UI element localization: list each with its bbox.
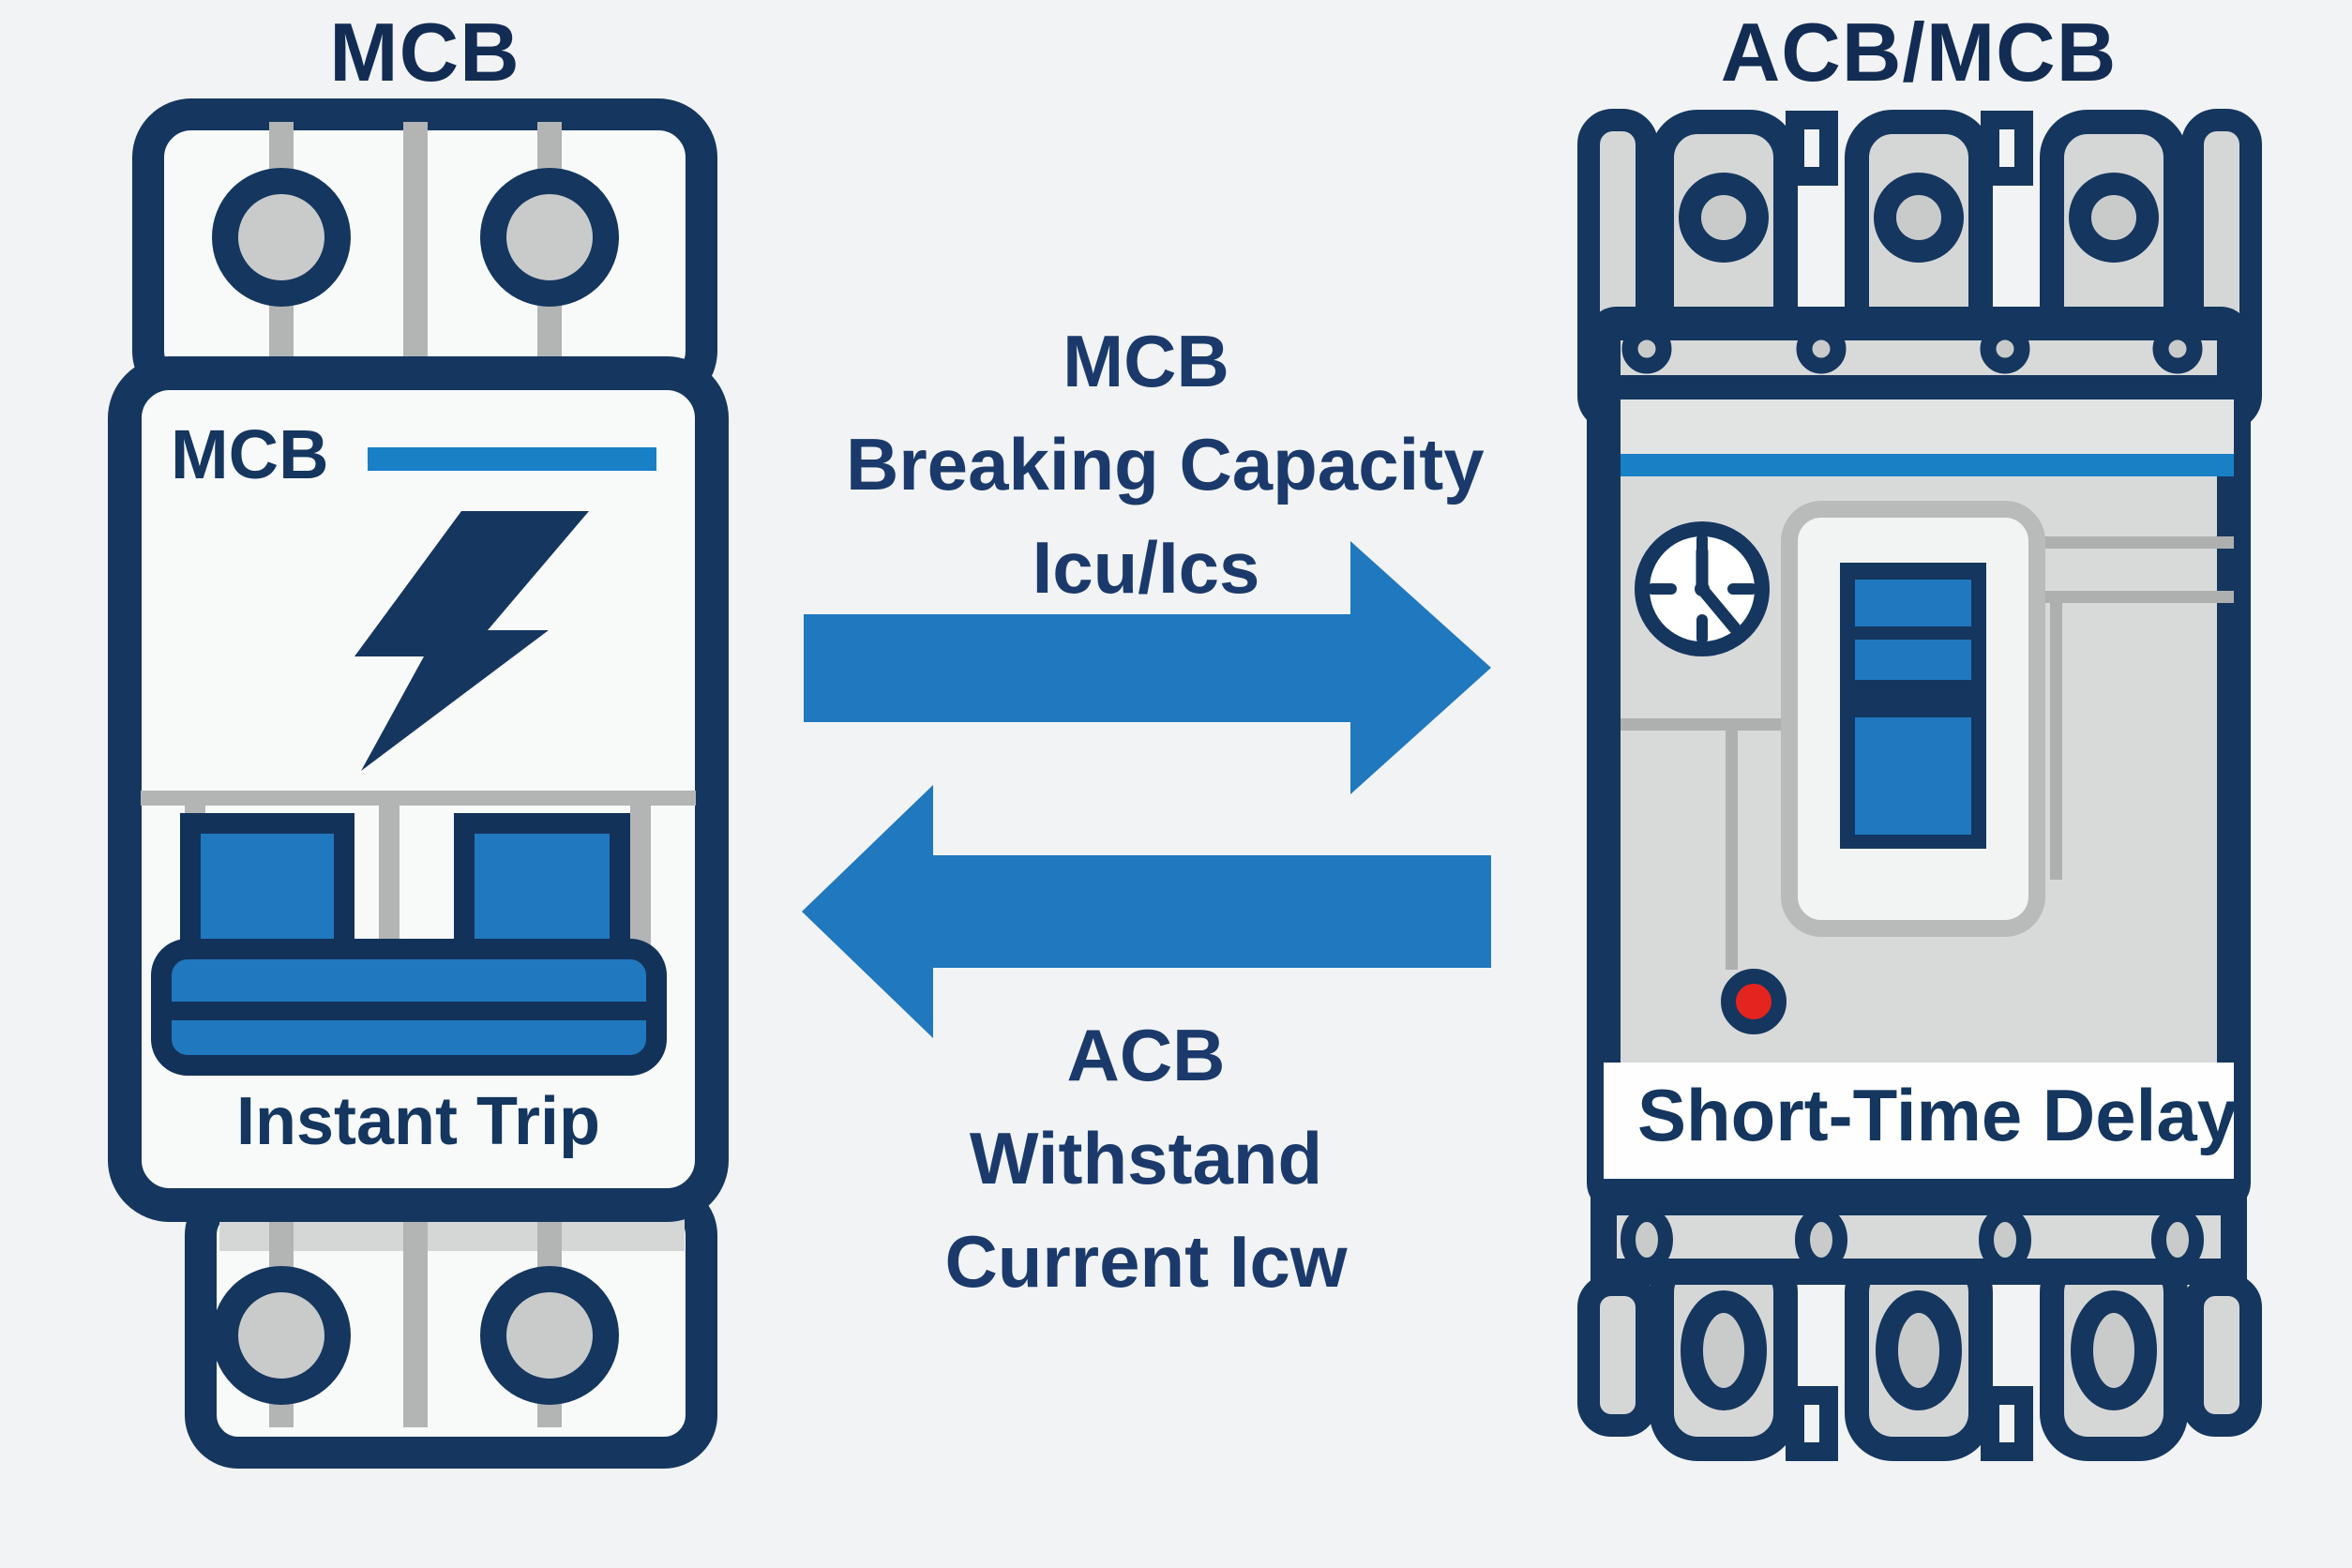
switch-handle-segment [1855,717,1971,835]
forward-label-line2: Breaking Capacity [846,423,1485,505]
left-breaker-title: MCB [329,6,520,98]
right-arrow-icon [804,541,1491,794]
backward-label-line1: ACB [1066,1014,1226,1096]
screw-hole [1796,324,1847,374]
terminal-divider-line [403,1210,428,1427]
mechanism-rail-line [141,791,696,806]
backward-label-line2: Withstand [969,1117,1323,1199]
terminal-screw [212,168,351,307]
red-indicator-led [1721,969,1787,1034]
panel-line [1621,718,1804,731]
mcb-panel-label: MCB [171,415,329,493]
lug-hole [2069,173,2159,263]
lug-tab [1786,1386,1838,1461]
case-seam-band [1587,375,2251,400]
lug-slot [1876,1290,1962,1410]
screw-hole [1795,1207,1847,1273]
screw-hole [2151,1207,2204,1273]
screw-hole [2152,324,2203,374]
terminal-screw [480,168,619,307]
short-time-delay-label: Short-Time Delay [1637,1074,2239,1156]
mcb-body [108,356,729,1222]
terminal-post [2181,1274,2262,1437]
terminal-divider-line [403,122,428,388]
screw-hole [1979,1207,2031,1273]
toggle-switch [151,813,667,1076]
case-light-zone [1621,400,2234,454]
panel-line [1726,731,1738,970]
terminal-screw [212,1266,351,1405]
mechanism-divider [630,806,651,952]
forward-label-line1: MCB [1063,320,1229,402]
screw-hole [1621,1207,1673,1273]
case-bottom-apron [1591,1189,2247,1285]
screw-hole [1621,324,1672,374]
lug-tab [1786,111,1838,186]
panel-line [2037,591,2234,603]
panel-line [2037,536,2234,549]
acb-illustration [1577,109,2262,1461]
backward-arrow-label: ACB Withstand Current Icw [846,1003,1446,1313]
lug-hole [1874,173,1964,263]
lug-hole [1679,173,1769,263]
forward-arrow-label: MCB Breaking Capacity Icu/Ics [846,309,1485,619]
delay-label-band [1604,1063,2234,1179]
terminal-screw [480,1266,619,1405]
left-arrow-icon [802,785,1491,1038]
backward-label-line3: Current Icw [944,1220,1348,1303]
forward-label-line3: Icu/Ics [1032,526,1260,609]
panel-line [2050,603,2062,880]
mechanism-divider [379,806,400,952]
case-accent-stripe [1621,454,2234,476]
switch-handle-segment [1855,580,1971,626]
terminal-post [1577,1274,1658,1437]
lug-tab [1981,111,2033,186]
screw-hole [1980,324,2030,374]
switch-handle-segment [1855,640,1971,680]
switch-plate [1781,501,2045,937]
mcb-illustration [108,98,729,1469]
clock-icon [1635,521,1770,656]
lug-slot [1681,1290,1767,1410]
instant-trip-label: Instant Trip [235,1084,601,1159]
toggle-switch-base-line [172,1002,646,1020]
lightning-bolt-icon [354,511,589,771]
mcb-label-underline [368,447,656,471]
right-breaker-title: ACB/MCB [1720,6,2118,98]
lug-slot [2071,1290,2157,1410]
lug-tab [1981,1386,2033,1461]
